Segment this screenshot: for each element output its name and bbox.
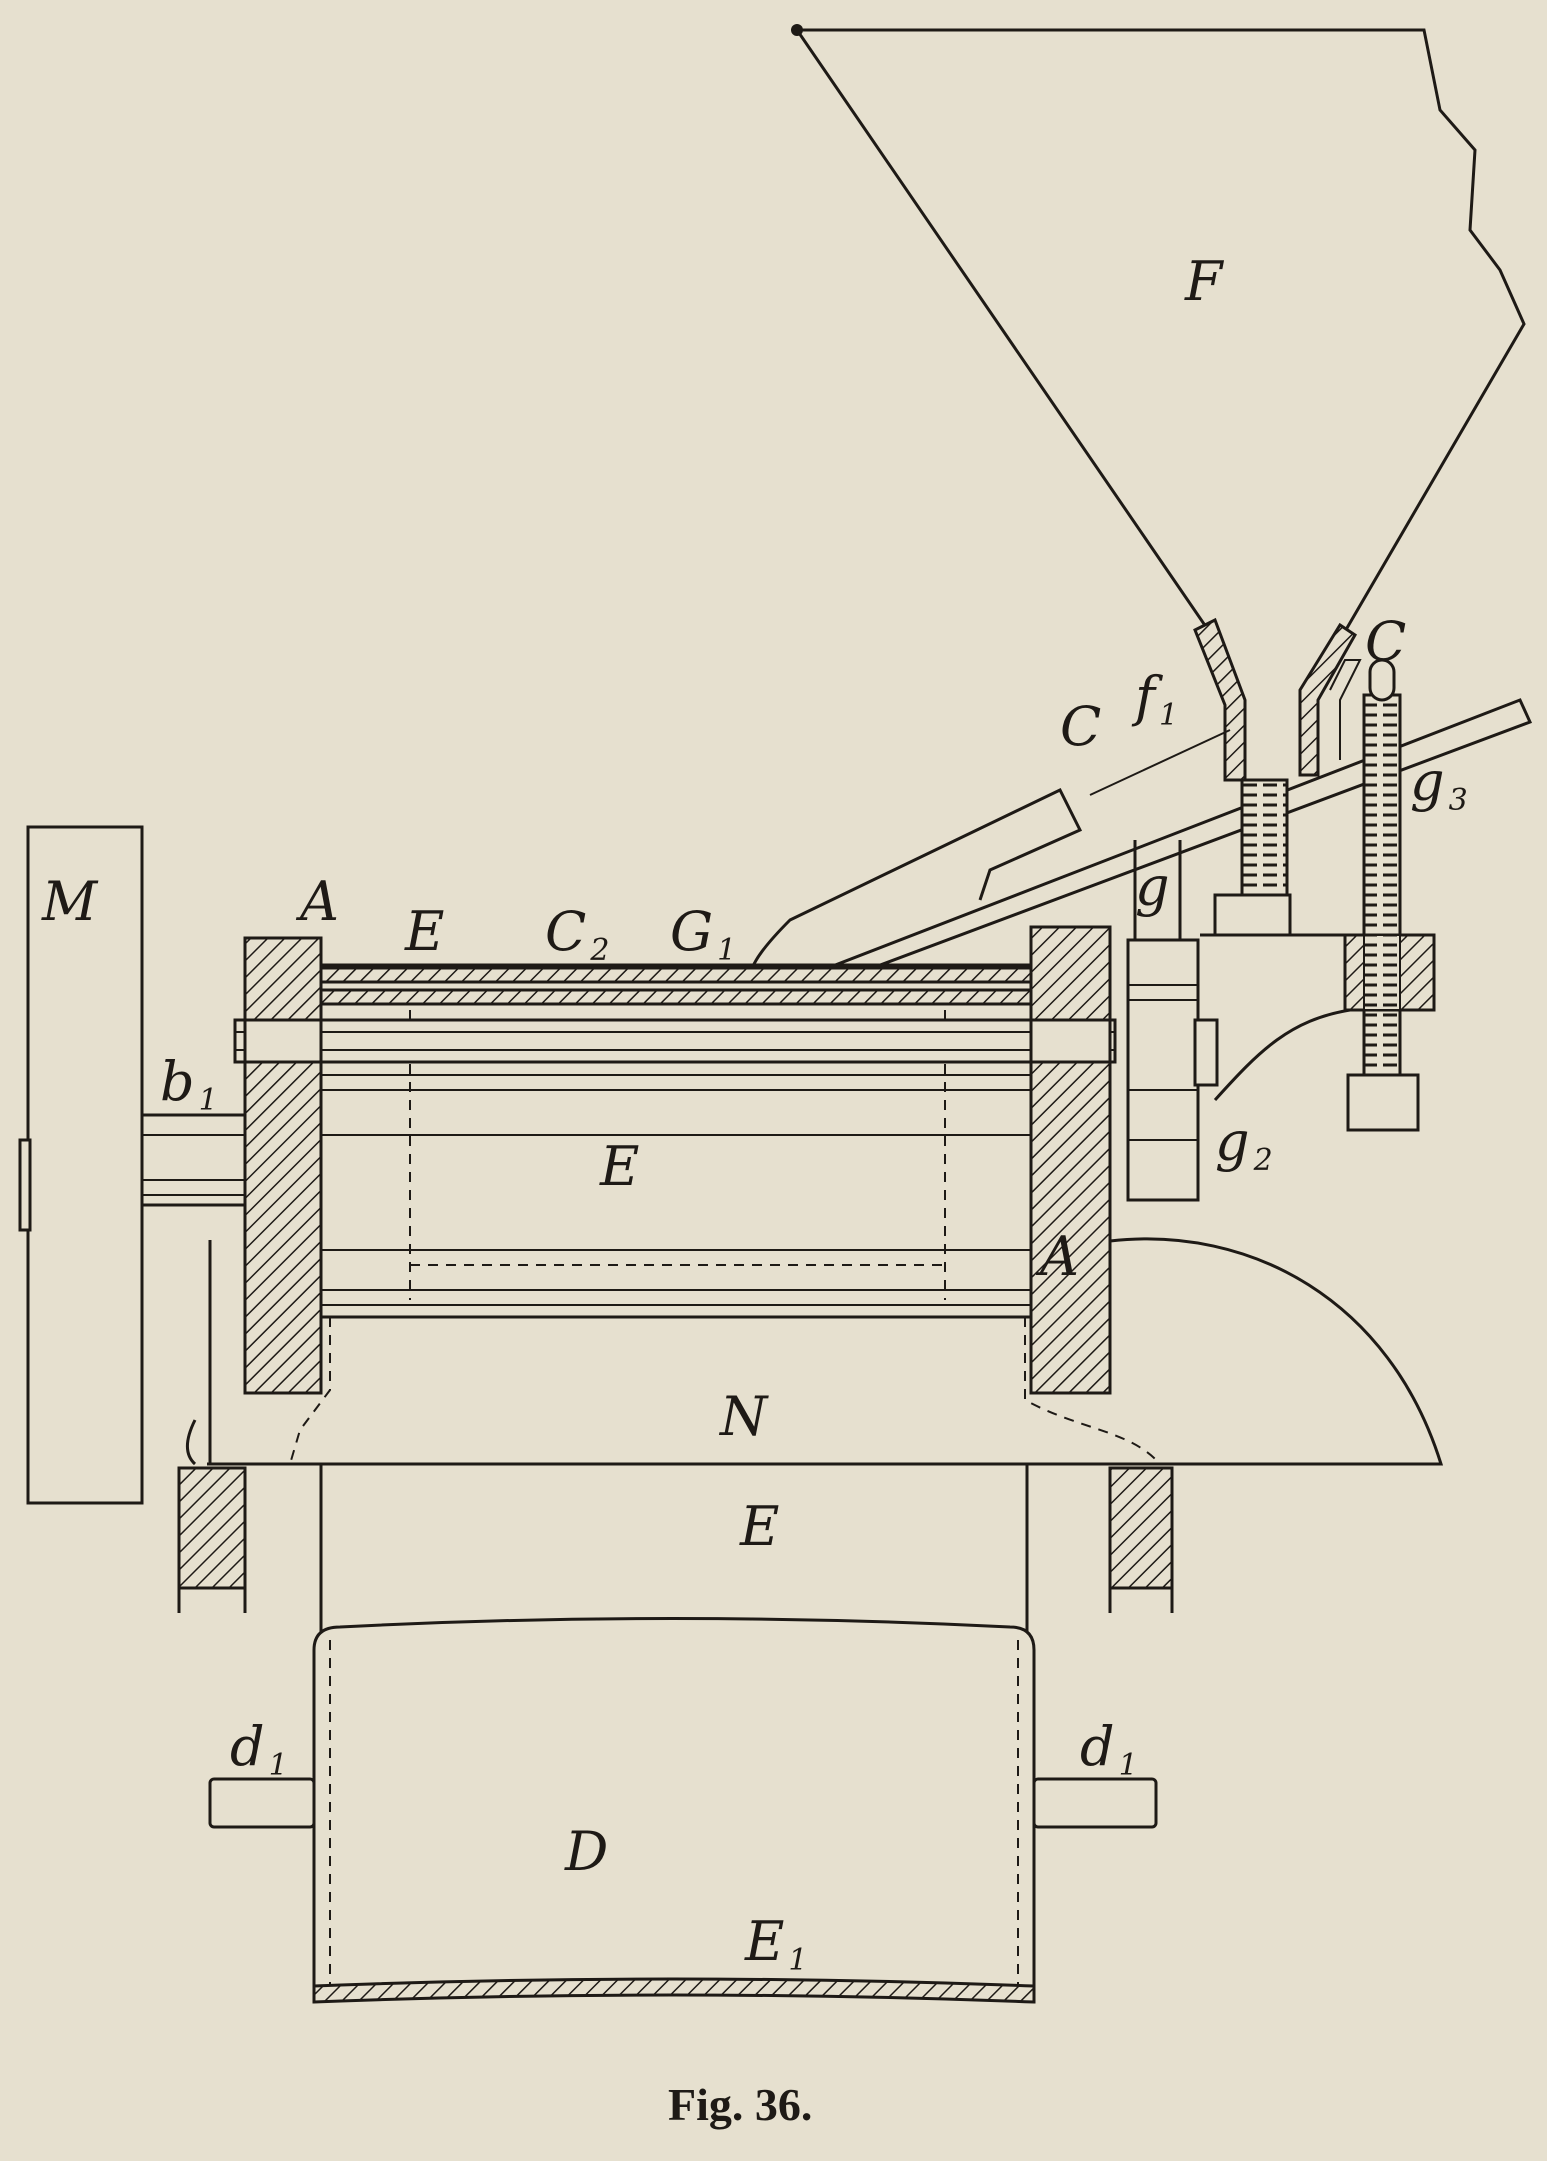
cylinder — [233, 963, 1117, 1319]
label-guide-right: C — [1365, 610, 1406, 673]
label-hopper: F — [1184, 250, 1225, 313]
hopper — [791, 24, 1526, 782]
label-cylinder-top: E — [404, 900, 444, 963]
label-base: N — [718, 1385, 769, 1448]
drive-shaft — [140, 1113, 247, 1207]
label-frame-left: A — [295, 870, 339, 933]
label-guide-left: C — [1060, 695, 1101, 758]
adjusting-screw — [1133, 658, 1436, 1132]
frame-right — [1029, 925, 1112, 1395]
handle-right — [1032, 1777, 1158, 1829]
base — [186, 1237, 1444, 1466]
leg-right — [1108, 1466, 1174, 1590]
hand-wheel — [26, 825, 144, 1505]
label-frame-right: A — [1035, 1225, 1079, 1288]
label-rod: g — [1135, 855, 1170, 918]
handle-left — [208, 1777, 316, 1829]
frame-left — [243, 936, 323, 1395]
column — [319, 1464, 1029, 1635]
leg-left — [177, 1466, 247, 1590]
figure-caption: Fig. 36. — [668, 2079, 812, 2130]
box — [208, 1617, 1158, 2004]
label-box: D — [564, 1820, 608, 1883]
label-column: E — [739, 1495, 779, 1558]
gear — [1126, 938, 1219, 1202]
label-wheel: M — [41, 870, 99, 933]
label-cylinder: E — [599, 1135, 639, 1198]
